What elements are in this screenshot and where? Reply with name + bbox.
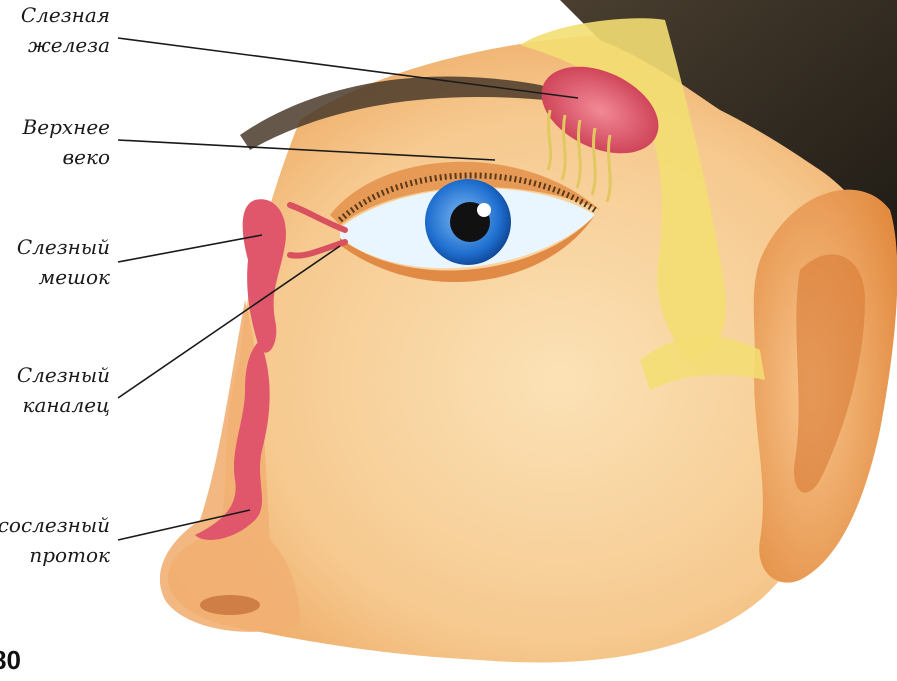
label-line: мешок bbox=[17, 262, 110, 292]
label-line: Слезная bbox=[21, 0, 110, 30]
label-nasolacrimal-duct: Носослезный проток bbox=[0, 510, 110, 570]
label-line: Слезный bbox=[17, 232, 110, 262]
label-line: Слезный bbox=[17, 360, 110, 390]
label-line: проток bbox=[0, 540, 110, 570]
page-number: 80 bbox=[0, 645, 21, 676]
label-lacrimal-sac: Слезный мешок bbox=[17, 232, 110, 292]
label-upper-eyelid: Верхнее веко bbox=[23, 112, 110, 172]
nostril-shape bbox=[200, 595, 260, 615]
label-line: Носослезный bbox=[0, 510, 110, 540]
label-line: железа bbox=[21, 30, 110, 60]
leader-line-sac bbox=[118, 235, 262, 262]
label-line: веко bbox=[23, 142, 110, 172]
label-line: каналец bbox=[17, 390, 110, 420]
label-line: Верхнее bbox=[23, 112, 110, 142]
eye-highlight bbox=[477, 203, 491, 217]
label-lacrimal-gland: Слезная железа bbox=[21, 0, 110, 60]
label-lacrimal-canaliculus: Слезный каналец bbox=[17, 360, 110, 420]
